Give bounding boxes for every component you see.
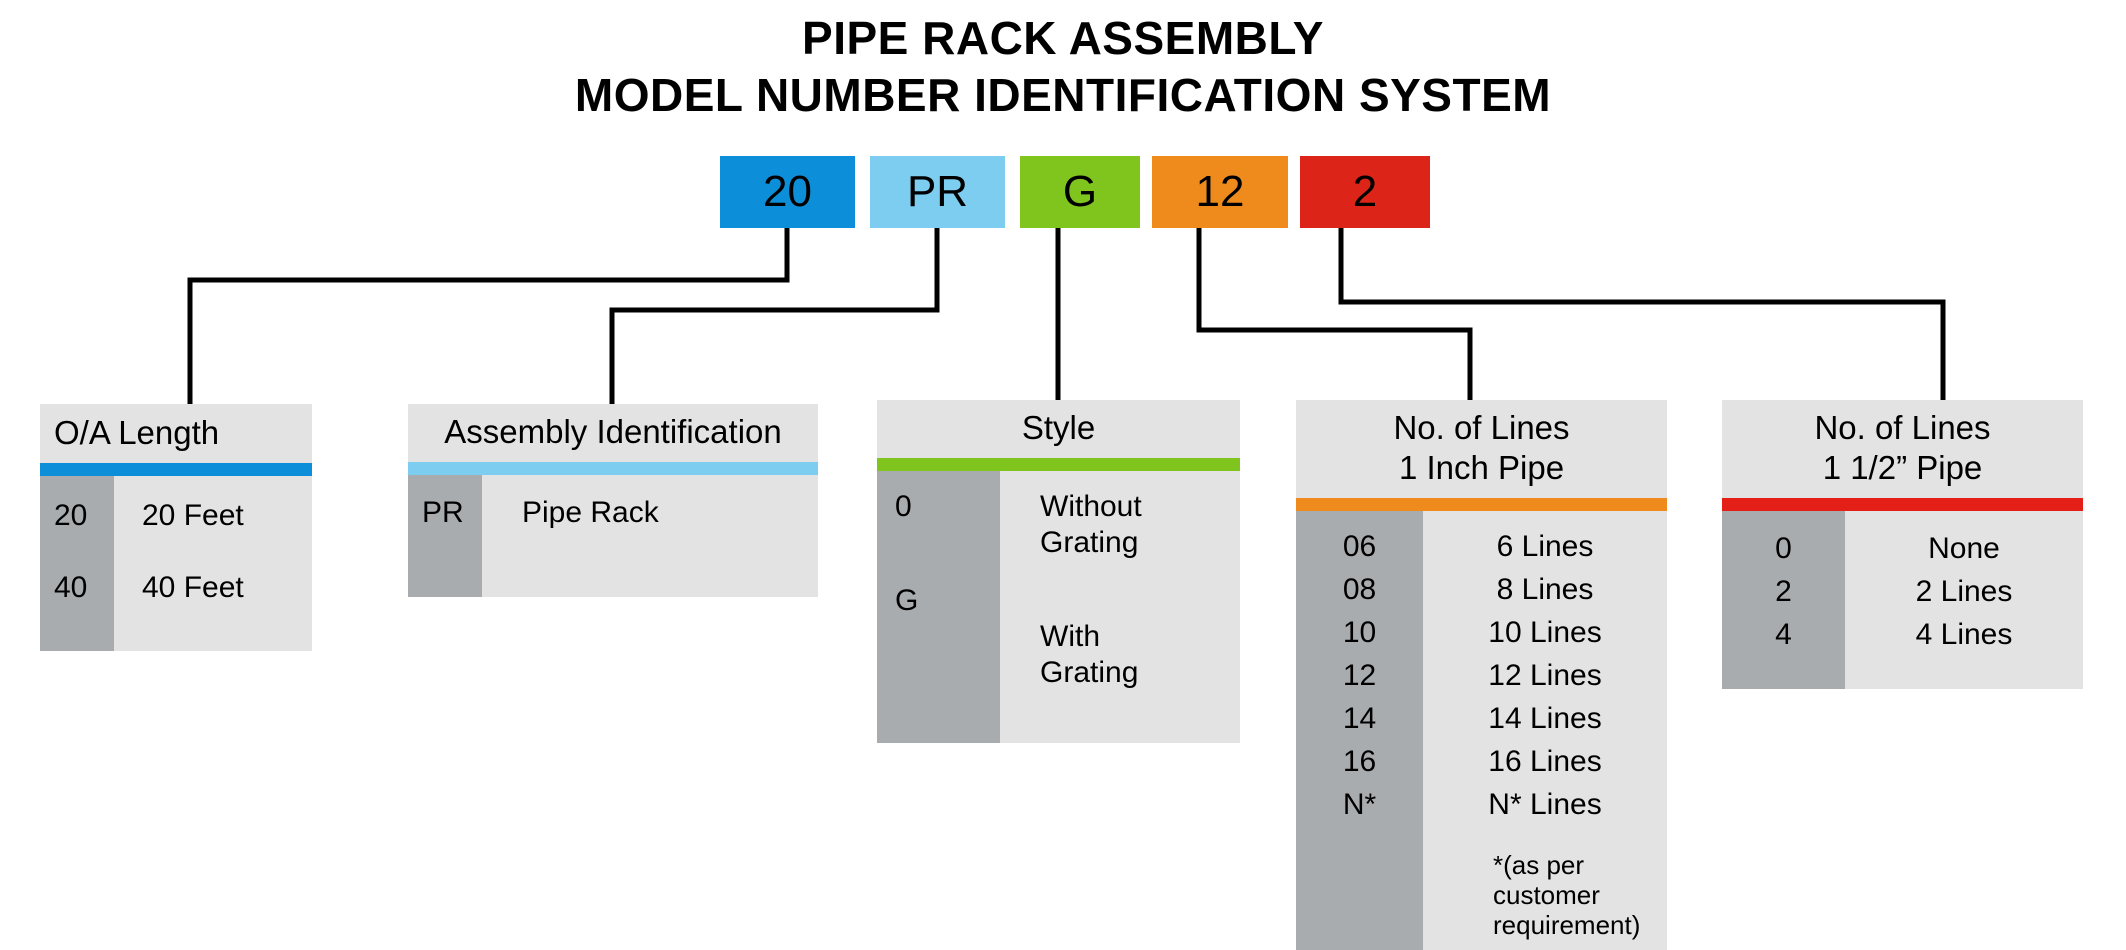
accent-bar [1296,498,1667,511]
model-segment-assembly[interactable]: PR [870,156,1005,228]
model-segment-oa-length[interactable]: 20 [720,156,855,228]
code-column: 06 08 10 12 14 16 N* [1296,511,1423,950]
table-row-value: 14 Lines [1488,702,1602,735]
model-segment-style[interactable]: G [1020,156,1140,228]
accent-bar [408,462,818,475]
table-row-code: 40 [54,571,88,604]
header-line-2: 1 1/2” Pipe [1822,449,1983,486]
table-row-code: 10 [1342,616,1377,649]
table-row-value: Without Grating [1000,471,1240,561]
table-row-value: 10 Lines [1488,616,1602,649]
spec-table-assembly-identification: Assembly Identification PR Pipe Rack [408,404,818,597]
table-row-value: Pipe Rack [522,496,659,529]
table-body: 0 2 4 None 2 Lines 4 Lines [1722,511,2083,689]
connector-lines-15in [1338,228,1946,400]
table-row-code: N* [1342,788,1377,821]
table-row-value: 20 Feet [142,499,244,532]
connector-lines-1in [1196,228,1473,400]
value-line-1: Without [1040,490,1142,523]
table-row-value: With Grating [1000,561,1240,691]
footnote-line-2: customer [1493,880,1600,910]
table-header: No. of Lines 1 1/2” Pipe [1722,400,2083,498]
value-column: 6 Lines 8 Lines 10 Lines 12 Lines 14 Lin… [1423,511,1667,950]
table-row-value: 4 Lines [1915,618,2013,651]
table-row-code: 14 [1342,702,1377,735]
title-line-1: PIPE RACK ASSEMBLY [802,12,1324,64]
table-row-value: 2 Lines [1915,575,2013,608]
spec-table-lines-1-5-inch-pipe: No. of Lines 1 1/2” Pipe 0 2 4 None 2 Li… [1722,400,2083,689]
value-column: 20 Feet 40 Feet [114,476,312,651]
model-segment-lines-15in[interactable]: 2 [1300,156,1430,228]
table-row-code: 08 [1342,573,1377,606]
code-column: 20 40 [40,476,114,651]
page-title: PIPE RACK ASSEMBLY MODEL NUMBER IDENTIFI… [0,10,2126,124]
accent-bar [877,458,1240,471]
table-header: O/A Length [54,414,220,451]
table-body: 0 G Without Grating With Grating [877,471,1240,743]
header-line-1: No. of Lines [1814,409,1991,446]
table-row-code: 0 [895,490,912,523]
connector-oa-length [187,228,790,404]
table-row-code: 12 [1342,659,1377,692]
value-column: Pipe Rack [482,475,818,597]
connector-assembly [609,228,940,404]
table-row-code: G [895,584,919,617]
value-column: None 2 Lines 4 Lines [1845,511,2083,689]
model-segment-label: 20 [763,167,812,216]
table-row-code: 16 [1342,745,1377,778]
value-column: Without Grating With Grating [1000,471,1240,743]
table-header: Style [1021,409,1096,446]
footnote-line-3: requirement) [1493,910,1641,940]
header-line-1: No. of Lines [1393,409,1570,446]
code-column: PR [408,475,482,597]
table-body: PR Pipe Rack [408,475,818,597]
model-segment-label: PR [906,167,969,216]
value-line-2: Grating [1040,656,1139,689]
header-line-2: 1 Inch Pipe [1398,449,1565,486]
spec-table-lines-1-inch-pipe: No. of Lines 1 Inch Pipe 06 08 10 12 14 … [1296,400,1667,950]
model-segment-label: 2 [1352,167,1378,216]
code-column: 0 2 4 [1722,511,1845,689]
accent-bar [1722,498,2083,511]
footnote-line-1: *(as per [1493,850,1585,880]
table-row-code: PR [422,496,464,529]
table-row-value: 12 Lines [1488,659,1602,692]
table-row-value: 16 Lines [1488,745,1602,778]
spec-table-oa-length: O/A Length 20 40 20 Feet 40 Feet [40,404,312,651]
table-header: No. of Lines 1 Inch Pipe [1296,400,1667,498]
table-body: 20 40 20 Feet 40 Feet [40,476,312,651]
model-segment-label: 12 [1195,167,1245,216]
table-row-value: N* Lines [1488,788,1602,821]
value-line-1: With [1040,620,1100,653]
accent-bar [40,463,312,476]
model-segment-label: G [1062,167,1098,216]
table-body: 06 08 10 12 14 16 N* 6 Lines 8 Lines 10 … [1296,511,1667,950]
table-row-code: 4 [1775,618,1792,651]
table-row-code: 20 [54,499,88,532]
table-row-code: 2 [1775,575,1792,608]
value-line-2: Grating [1040,526,1139,559]
model-segment-lines-1in[interactable]: 12 [1152,156,1288,228]
table-row-code: 0 [1775,532,1792,565]
table-row-value: None [1928,532,2000,565]
table-row-code: 06 [1342,530,1377,563]
table-footnote: *(as per customer requirement) [1423,826,1667,940]
table-row-value: 6 Lines [1496,530,1594,563]
title-line-2: MODEL NUMBER IDENTIFICATION SYSTEM [574,69,1552,121]
table-row-value: 8 Lines [1496,573,1594,606]
table-header: Assembly Identification [444,413,782,450]
table-row-value: 40 Feet [142,571,244,604]
spec-table-style: Style 0 G Without Grating With Grating [877,400,1240,743]
code-column: 0 G [877,471,1000,743]
